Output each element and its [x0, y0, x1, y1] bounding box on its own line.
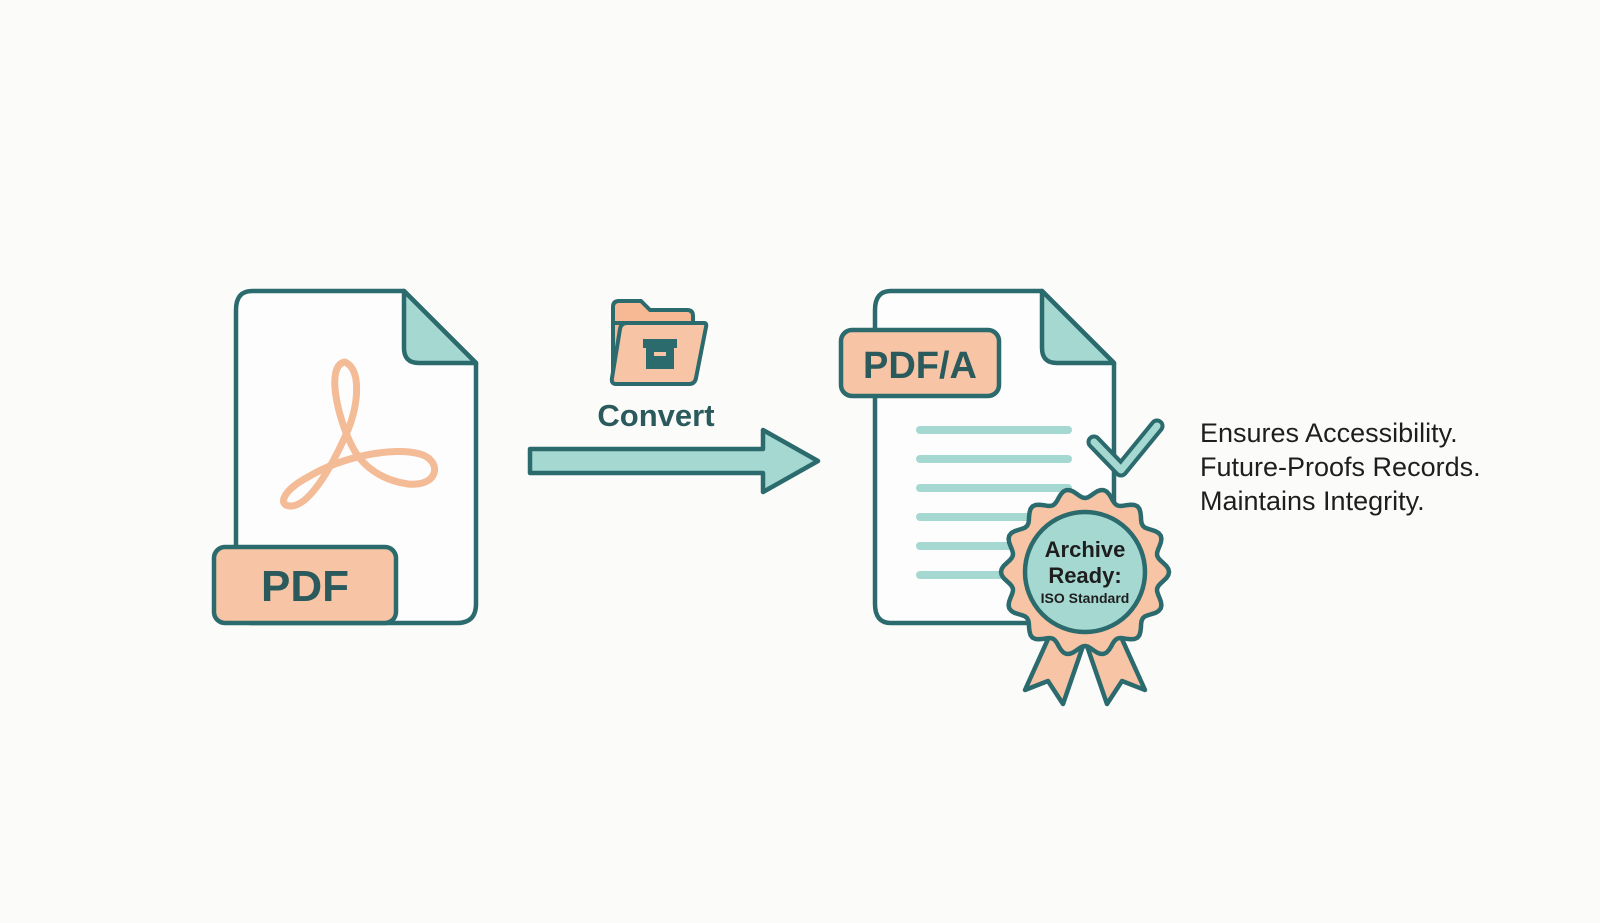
source-pdf-document: PDF	[211, 288, 479, 626]
convert-step: Convert	[527, 299, 821, 495]
benefit-future-proofs: Future-Proofs Records.	[1200, 452, 1481, 482]
checkmark-icon	[1086, 418, 1165, 478]
benefits-list: Ensures Accessibility. Future-Proofs Rec…	[1200, 416, 1481, 518]
target-page-fold	[1039, 288, 1117, 366]
convert-label: Convert	[597, 398, 714, 433]
adobe-acrobat-icon	[280, 358, 438, 510]
convert-arrow	[527, 427, 821, 495]
source-page-fold	[401, 288, 479, 366]
award-ribbon-icon: Archive Ready: ISO Standard	[998, 487, 1172, 707]
archive-folder-icon	[609, 299, 709, 386]
benefit-integrity: Maintains Integrity.	[1200, 486, 1425, 516]
pdf-badge: PDF	[211, 544, 399, 626]
pdf-badge-label: PDF	[261, 562, 349, 611]
seal-inner-circle	[1022, 509, 1148, 635]
seal-line-iso-standard: ISO Standard	[1041, 590, 1130, 606]
benefit-accessibility: Ensures Accessibility.	[1200, 418, 1458, 448]
pdfa-badge-label: PDF/A	[863, 345, 977, 387]
seal-line-ready: Ready:	[1048, 563, 1121, 588]
pdfa-badge: PDF/A	[838, 327, 1002, 399]
seal-line-archive: Archive	[1045, 537, 1126, 562]
